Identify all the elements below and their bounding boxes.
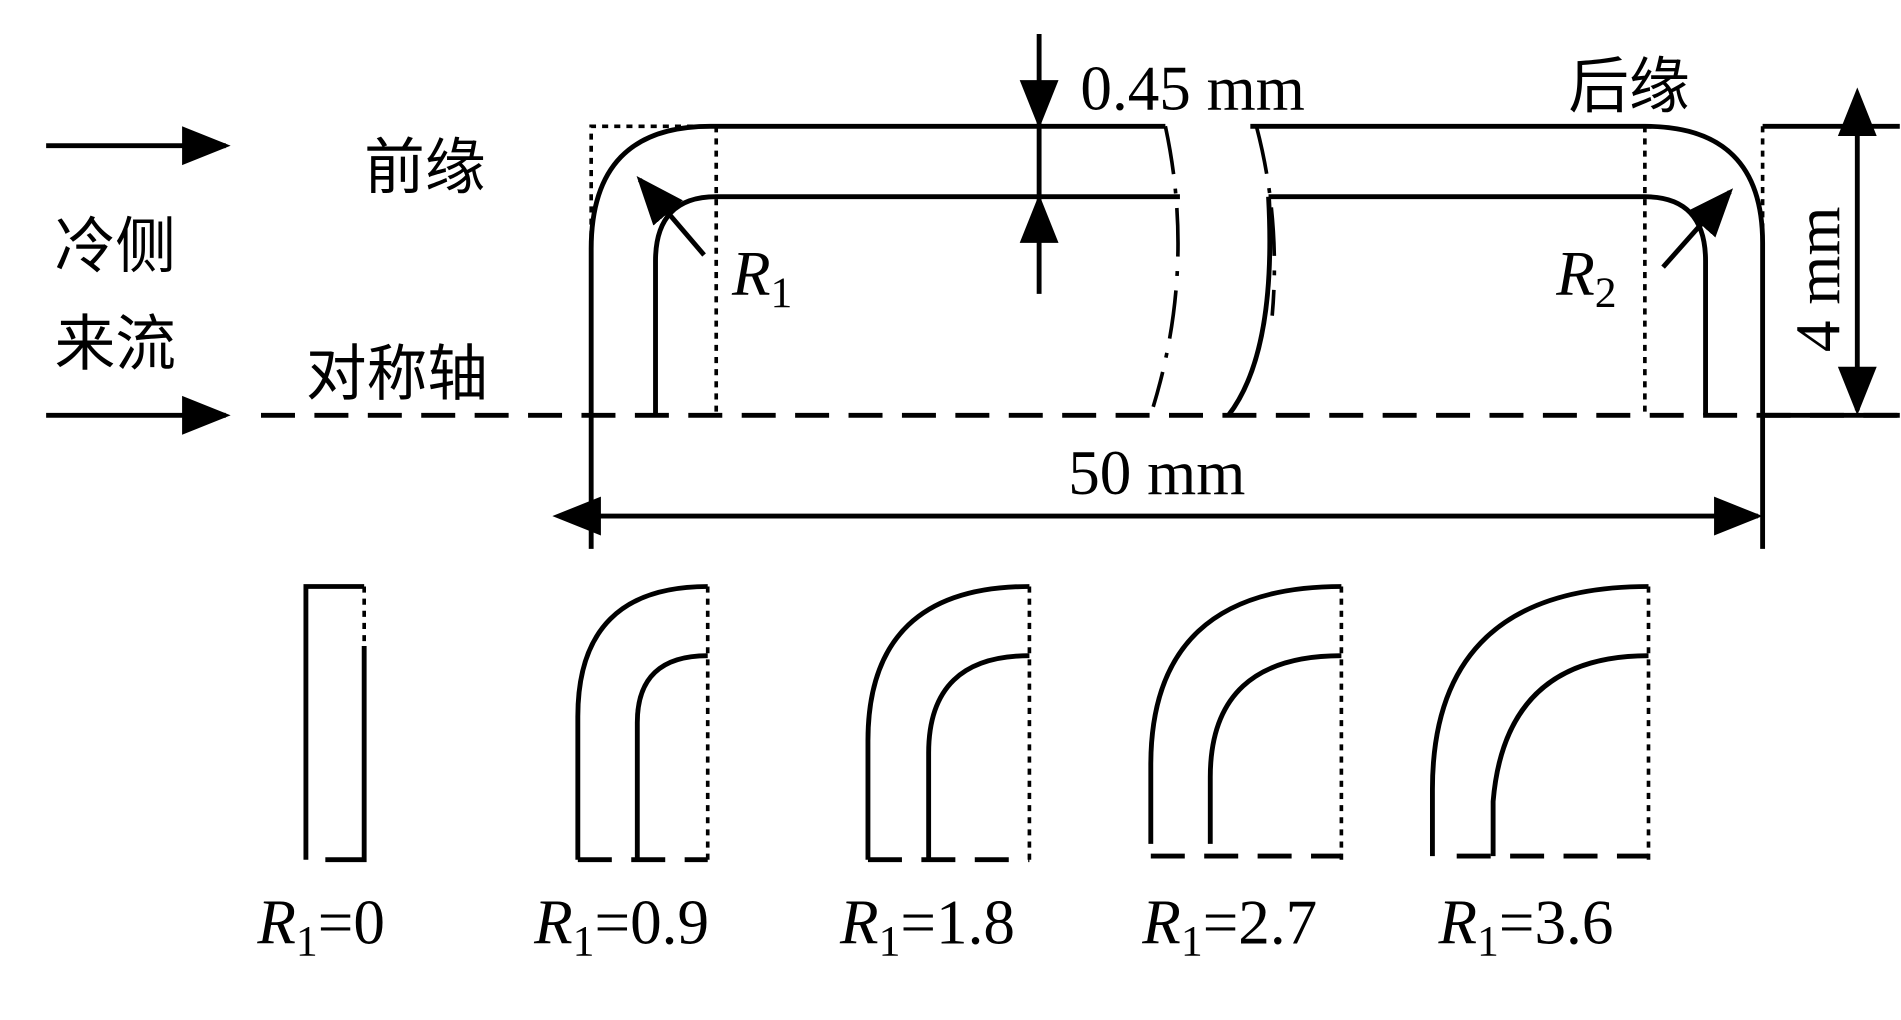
leading-edge-label: 前缘 [364,133,485,203]
r1-label: R1 [731,239,792,317]
cold-flow-label-1: 冷侧 [55,212,176,282]
plate-outer-right [1250,123,1766,416]
length-label: 50 mm [1068,438,1245,508]
variant-r0.9 [575,584,710,863]
r2-label: R2 [1555,239,1616,317]
variant-r0 [303,584,367,863]
symmetry-axis-label: 对称轴 [306,340,488,410]
break-line-right-dashdot [1254,125,1277,316]
variant-label-2: R1=1.8 [839,887,1015,965]
break-line-right [1226,196,1273,417]
r1-arrow [636,176,706,257]
variant-r1.8 [865,584,1032,863]
plate-inner-right [1268,194,1708,416]
r2-arrow [1661,188,1734,269]
break-line-left [1151,125,1180,408]
variant-r2.7 [1148,584,1344,860]
cold-flow-label-2: 来流 [55,309,176,379]
height-label: 4 mm [1783,207,1853,353]
variant-label-1: R1=0.9 [533,887,709,965]
variant-r3.6 [1429,584,1651,860]
thickness-label: 0.45 mm [1080,53,1304,123]
sharp-corner-ref [589,124,711,249]
variant-label-0: R1=0 [256,887,385,965]
variant-label-4: R1=3.6 [1437,887,1613,965]
trailing-edge-label: 后缘 [1568,52,1689,122]
plate-outer-left [588,123,1166,416]
variant-label-3: R1=2.7 [1141,887,1317,965]
